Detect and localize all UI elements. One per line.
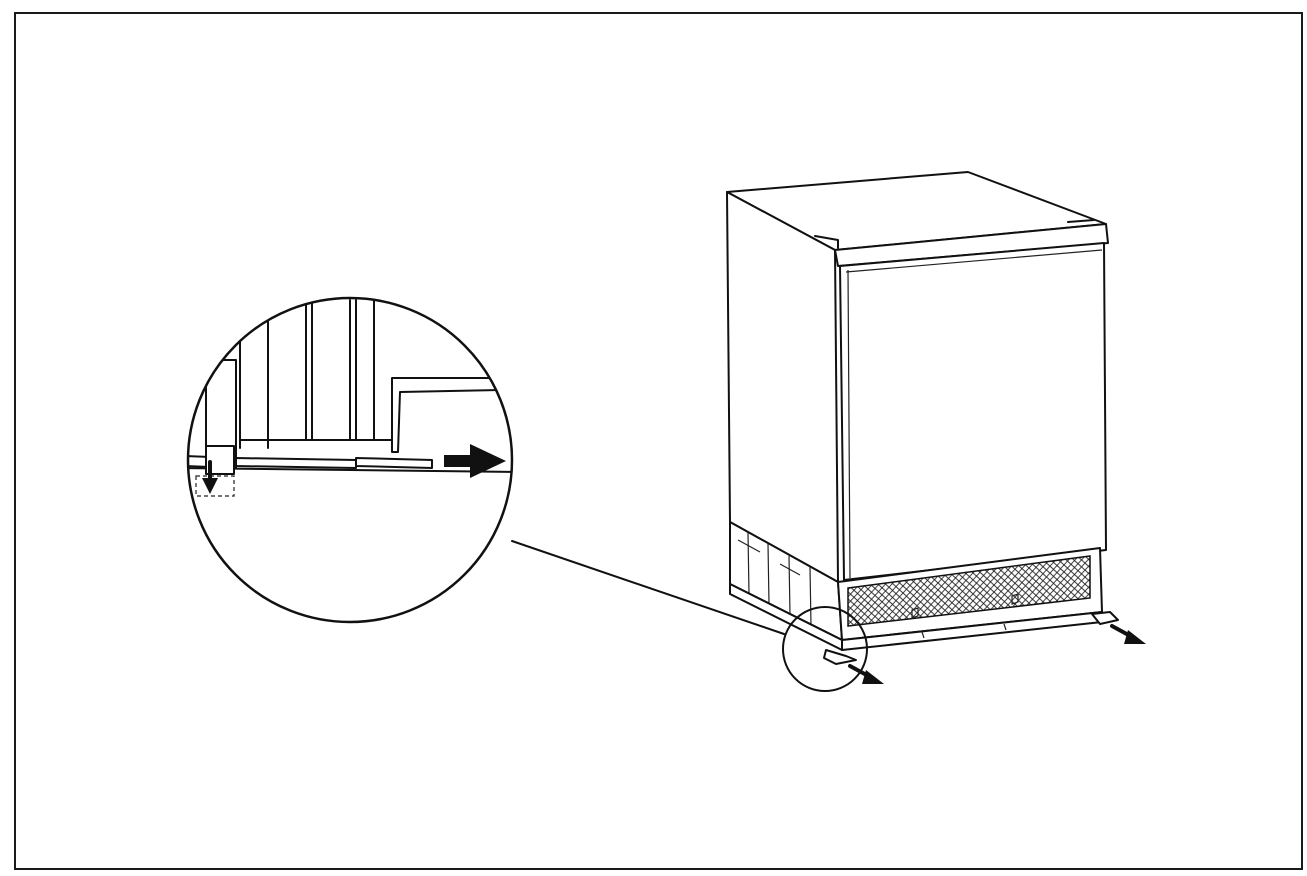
grille-clip — [911, 593, 1019, 619]
magnified-foot-detail — [186, 296, 514, 624]
pull-out-arrow — [848, 664, 884, 684]
top-front-rail — [834, 223, 1109, 267]
callout-leader-line — [511, 540, 785, 635]
front-left-foot — [823, 649, 857, 665]
cabinet-side-panel — [726, 191, 839, 583]
detail-callout-circle — [782, 606, 868, 692]
detail-magnifier-circle — [186, 296, 514, 624]
base-side-ribs-inner — [737, 539, 801, 576]
door-panel — [839, 242, 1107, 581]
base-side-ribs — [747, 532, 812, 627]
plinth-slots — [921, 623, 1007, 639]
pull-out-arrow-right — [1110, 624, 1146, 644]
down-arrow — [202, 460, 218, 494]
detail-side-wall — [205, 359, 237, 461]
detail-foot-slider — [355, 457, 433, 469]
door-top-edge — [845, 249, 1103, 273]
detail-door-bottom — [391, 377, 501, 453]
refrigerator-appliance — [726, 171, 1119, 665]
door-edge — [847, 269, 851, 579]
pull-out-arrow-detail — [444, 444, 506, 478]
door-hinge-right — [1067, 219, 1095, 223]
detail-foot-dashed-outline — [195, 475, 235, 497]
door-hinge — [814, 235, 839, 249]
detail-panel-lines — [239, 299, 375, 449]
plinth-side — [729, 583, 843, 651]
detail-slide-rail — [235, 457, 357, 469]
front-right-foot — [1091, 611, 1119, 625]
